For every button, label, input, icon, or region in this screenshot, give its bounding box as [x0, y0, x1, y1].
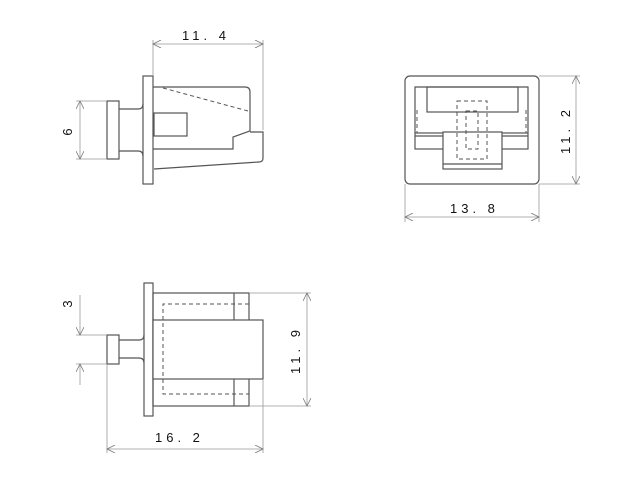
dimension-label-13-8: 13. 8 — [450, 201, 499, 216]
dimension-label-6: 6 — [60, 124, 75, 135]
inner-slot — [153, 112, 188, 137]
hidden-edge — [162, 87, 249, 112]
hidden-knob — [456, 100, 488, 160]
knob — [106, 100, 120, 160]
neck — [119, 334, 145, 364]
hidden-edge — [162, 303, 249, 395]
flange — [142, 75, 154, 185]
body-upper — [153, 86, 251, 150]
dimension-label-11-4: 11. 4 — [182, 28, 230, 43]
dimension-label-16-2: 16. 2 — [155, 430, 204, 445]
dimension-label-11-2: 11. 2 — [558, 106, 573, 154]
dimension-label-3: 3 — [60, 296, 75, 307]
body-lower — [153, 131, 264, 170]
neck — [119, 103, 144, 157]
flange — [143, 282, 154, 417]
hidden-neck — [465, 110, 479, 150]
center-block — [152, 319, 264, 380]
top-view: 3 11. 9 16. 2 — [60, 282, 311, 453]
outer-frame — [404, 75, 540, 185]
side-view: 11. 4 6 — [60, 28, 264, 185]
dimension-label-11-9: 11. 9 — [288, 326, 303, 374]
center-tab — [442, 131, 503, 170]
knob — [106, 334, 120, 365]
top-recess — [426, 86, 519, 113]
front-view: 11. 2 13. 8 — [405, 76, 580, 222]
